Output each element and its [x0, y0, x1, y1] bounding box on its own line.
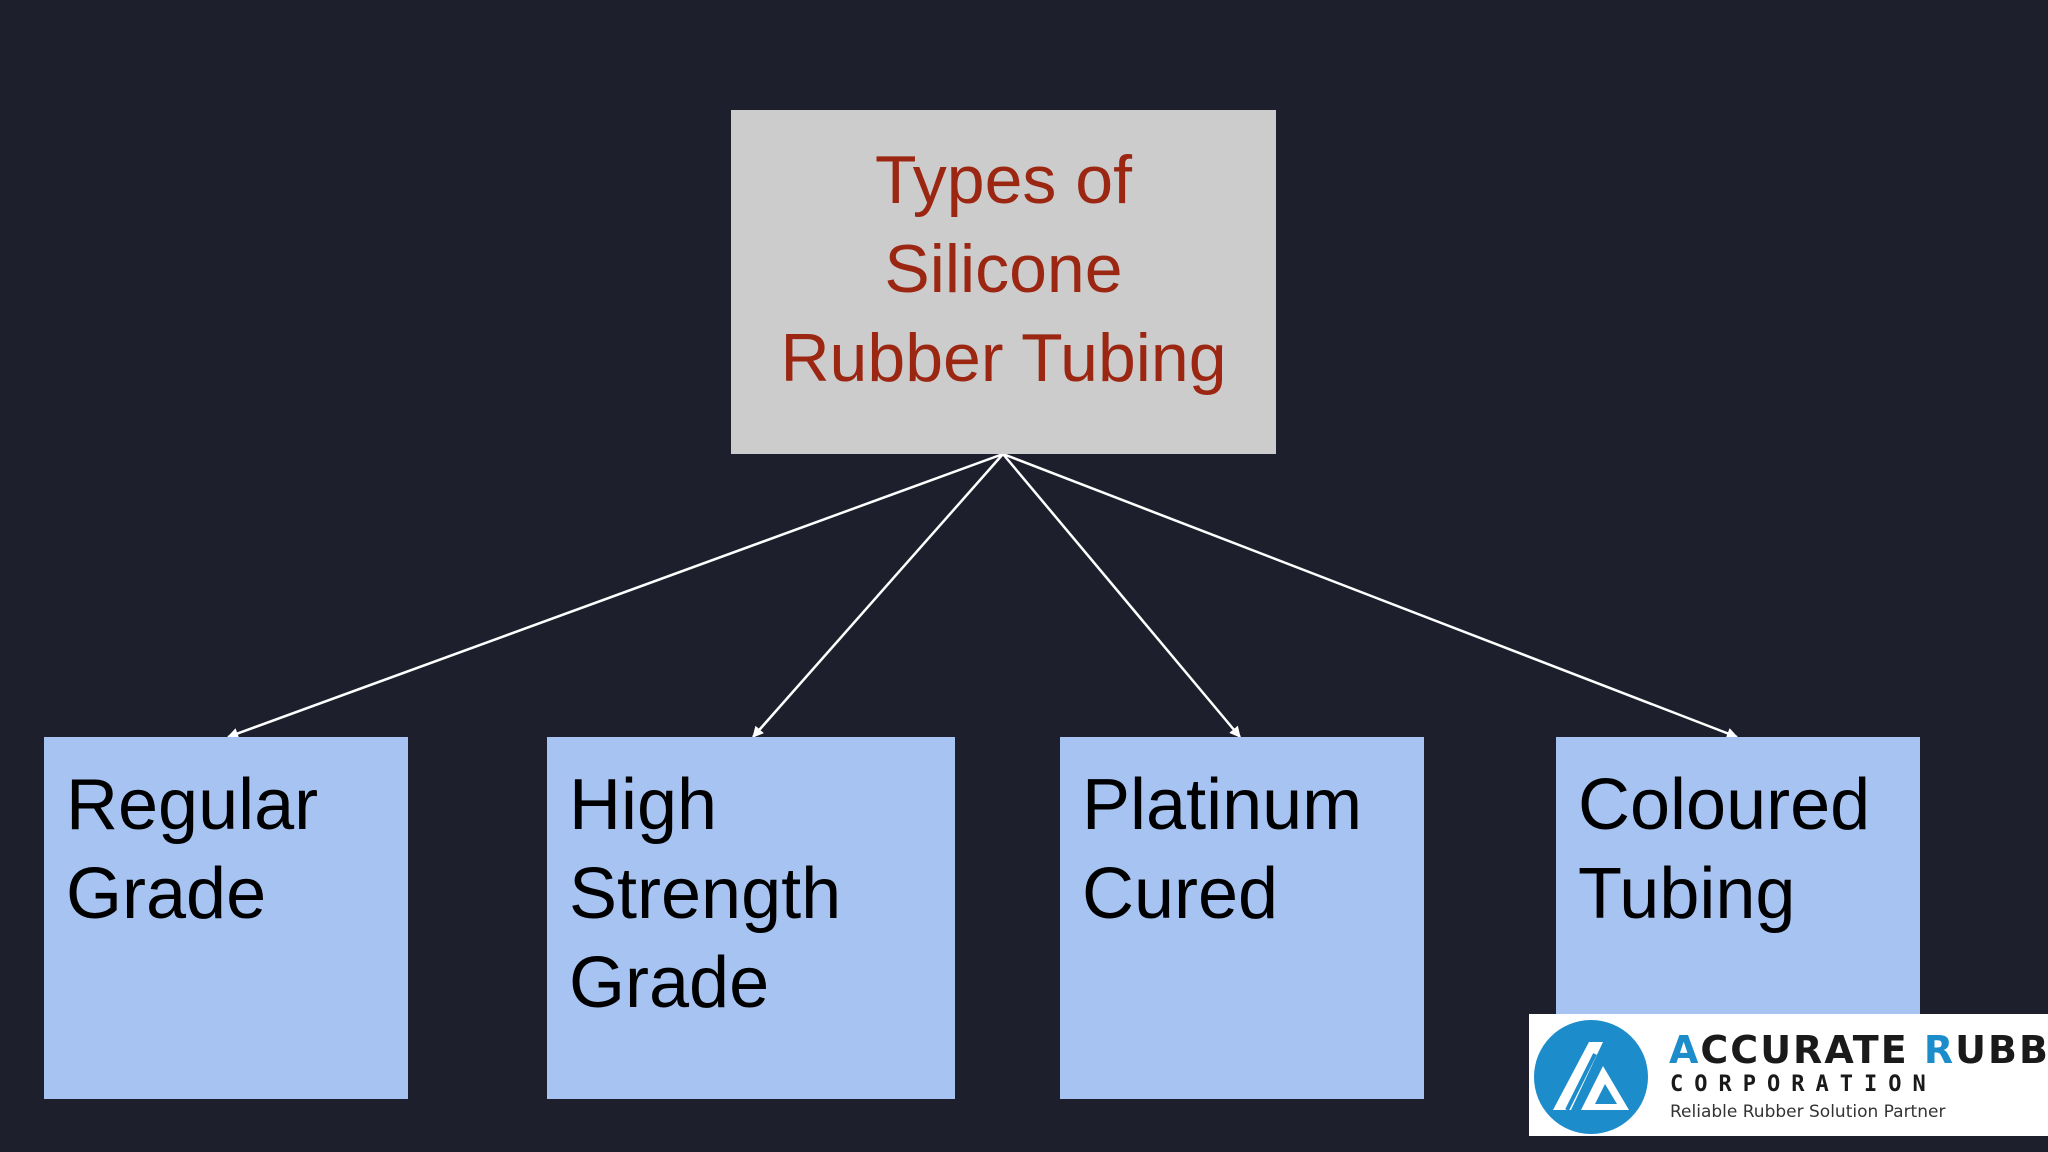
child-node-high-strength-grade: High Strength Grade: [547, 737, 955, 1099]
child-node-line: Regular: [66, 765, 319, 845]
logo-initial-a: A: [1669, 1028, 1701, 1072]
connector-arrow-high-strength-grade: [752, 453, 1004, 738]
child-node-line: High: [569, 765, 718, 845]
root-node-line-3: Rubber Tubing: [780, 320, 1227, 396]
root-node-line-1: Types of: [874, 142, 1133, 218]
connector-arrow-platinum-cured: [1002, 453, 1241, 738]
child-node-line: Strength: [569, 854, 842, 934]
logo-word-accurate-rest: CCURATE: [1700, 1028, 1924, 1072]
child-node-line: Coloured: [1578, 765, 1871, 845]
logo-company-name: ACCURATE RUBBER: [1669, 1028, 2048, 1072]
logo-emblem-icon: [1534, 1020, 1648, 1134]
child-node-regular-grade: Regular Grade: [44, 737, 408, 1099]
root-node-line-2: Silicone: [884, 231, 1123, 307]
child-node-coloured-tubing: Coloured Tubing: [1556, 737, 1920, 1099]
logo-corporation-text: CORPORATION: [1670, 1072, 1937, 1097]
child-node-line: Tubing: [1578, 854, 1796, 934]
child-node-line: Grade: [66, 854, 267, 934]
connector-arrow-regular-grade: [226, 452, 1004, 739]
child-node-platinum-cured: Platinum Cured: [1060, 737, 1424, 1099]
child-node-line: Platinum: [1082, 765, 1363, 845]
logo-initial-r: R: [1923, 1028, 1956, 1072]
logo-tagline: Reliable Rubber Solution Partner: [1670, 1102, 1946, 1122]
child-node-line: Grade: [569, 943, 770, 1023]
child-node-line: Cured: [1082, 854, 1279, 934]
root-node-box: Types of Silicone Rubber Tubing: [731, 110, 1276, 454]
connector-arrow-coloured-tubing: [1002, 452, 1739, 739]
company-logo: ACCURATE RUBBER CORPORATION Reliable Rub…: [1529, 1014, 2048, 1136]
logo-word-rubber-rest: UBBER: [1955, 1028, 2048, 1072]
